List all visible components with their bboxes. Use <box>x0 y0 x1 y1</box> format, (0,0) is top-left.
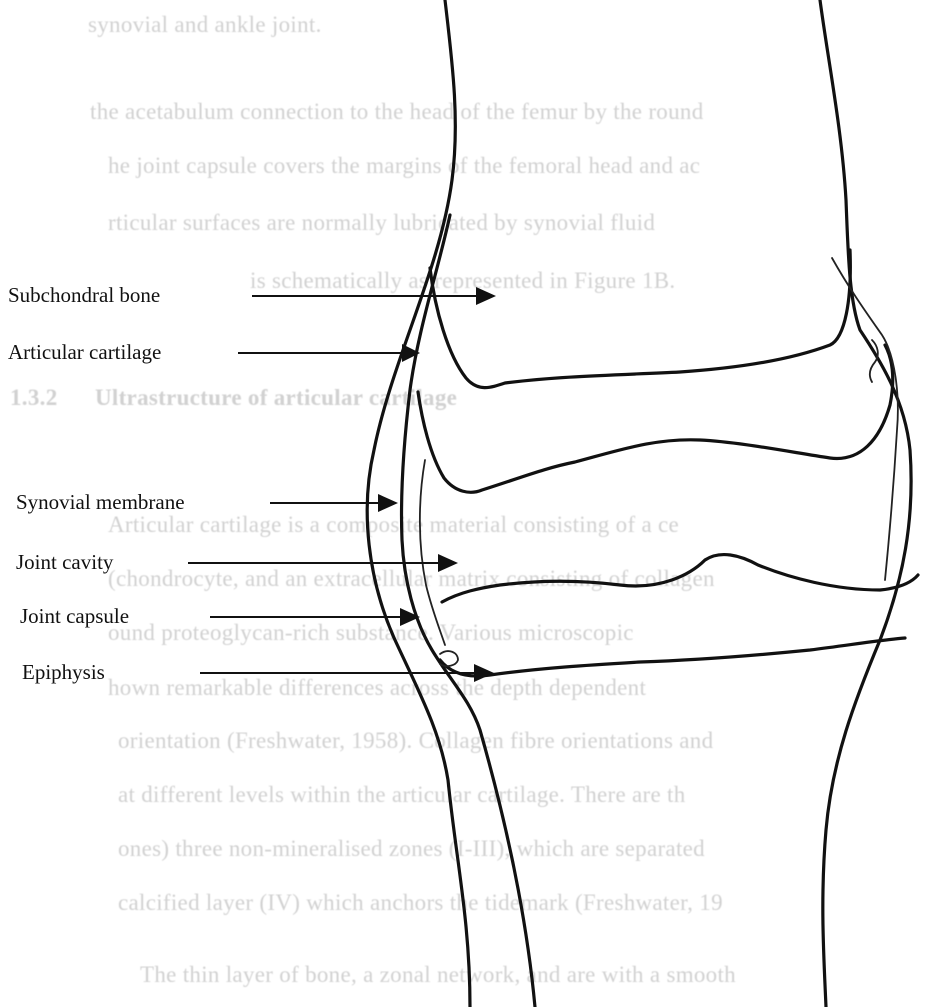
lower-articular-cartilage <box>442 555 918 602</box>
leader-articular-cartilage <box>238 344 420 362</box>
inner-capsule-left <box>420 460 445 645</box>
synovial-membrane-left <box>401 215 535 1007</box>
upper-bone-contour <box>430 250 850 388</box>
joint-capsule-right-outline <box>820 0 911 1007</box>
leader-synovial-membrane <box>270 494 398 512</box>
synovial-membrane-right <box>832 258 898 580</box>
label-epiphysis: Epiphysis <box>22 660 105 685</box>
label-synovial-membrane: Synovial membrane <box>16 490 185 515</box>
leader-joint-cavity <box>188 554 458 572</box>
label-articular-cartilage: Articular cartilage <box>8 340 161 365</box>
label-subchondral-bone: Subchondral bone <box>8 283 160 308</box>
label-joint-cavity: Joint cavity <box>16 550 113 575</box>
upper-articular-cartilage <box>418 345 893 492</box>
label-joint-capsule: Joint capsule <box>20 604 129 629</box>
leader-subchondral-bone <box>252 287 496 305</box>
lower-bone-contour <box>440 638 905 676</box>
